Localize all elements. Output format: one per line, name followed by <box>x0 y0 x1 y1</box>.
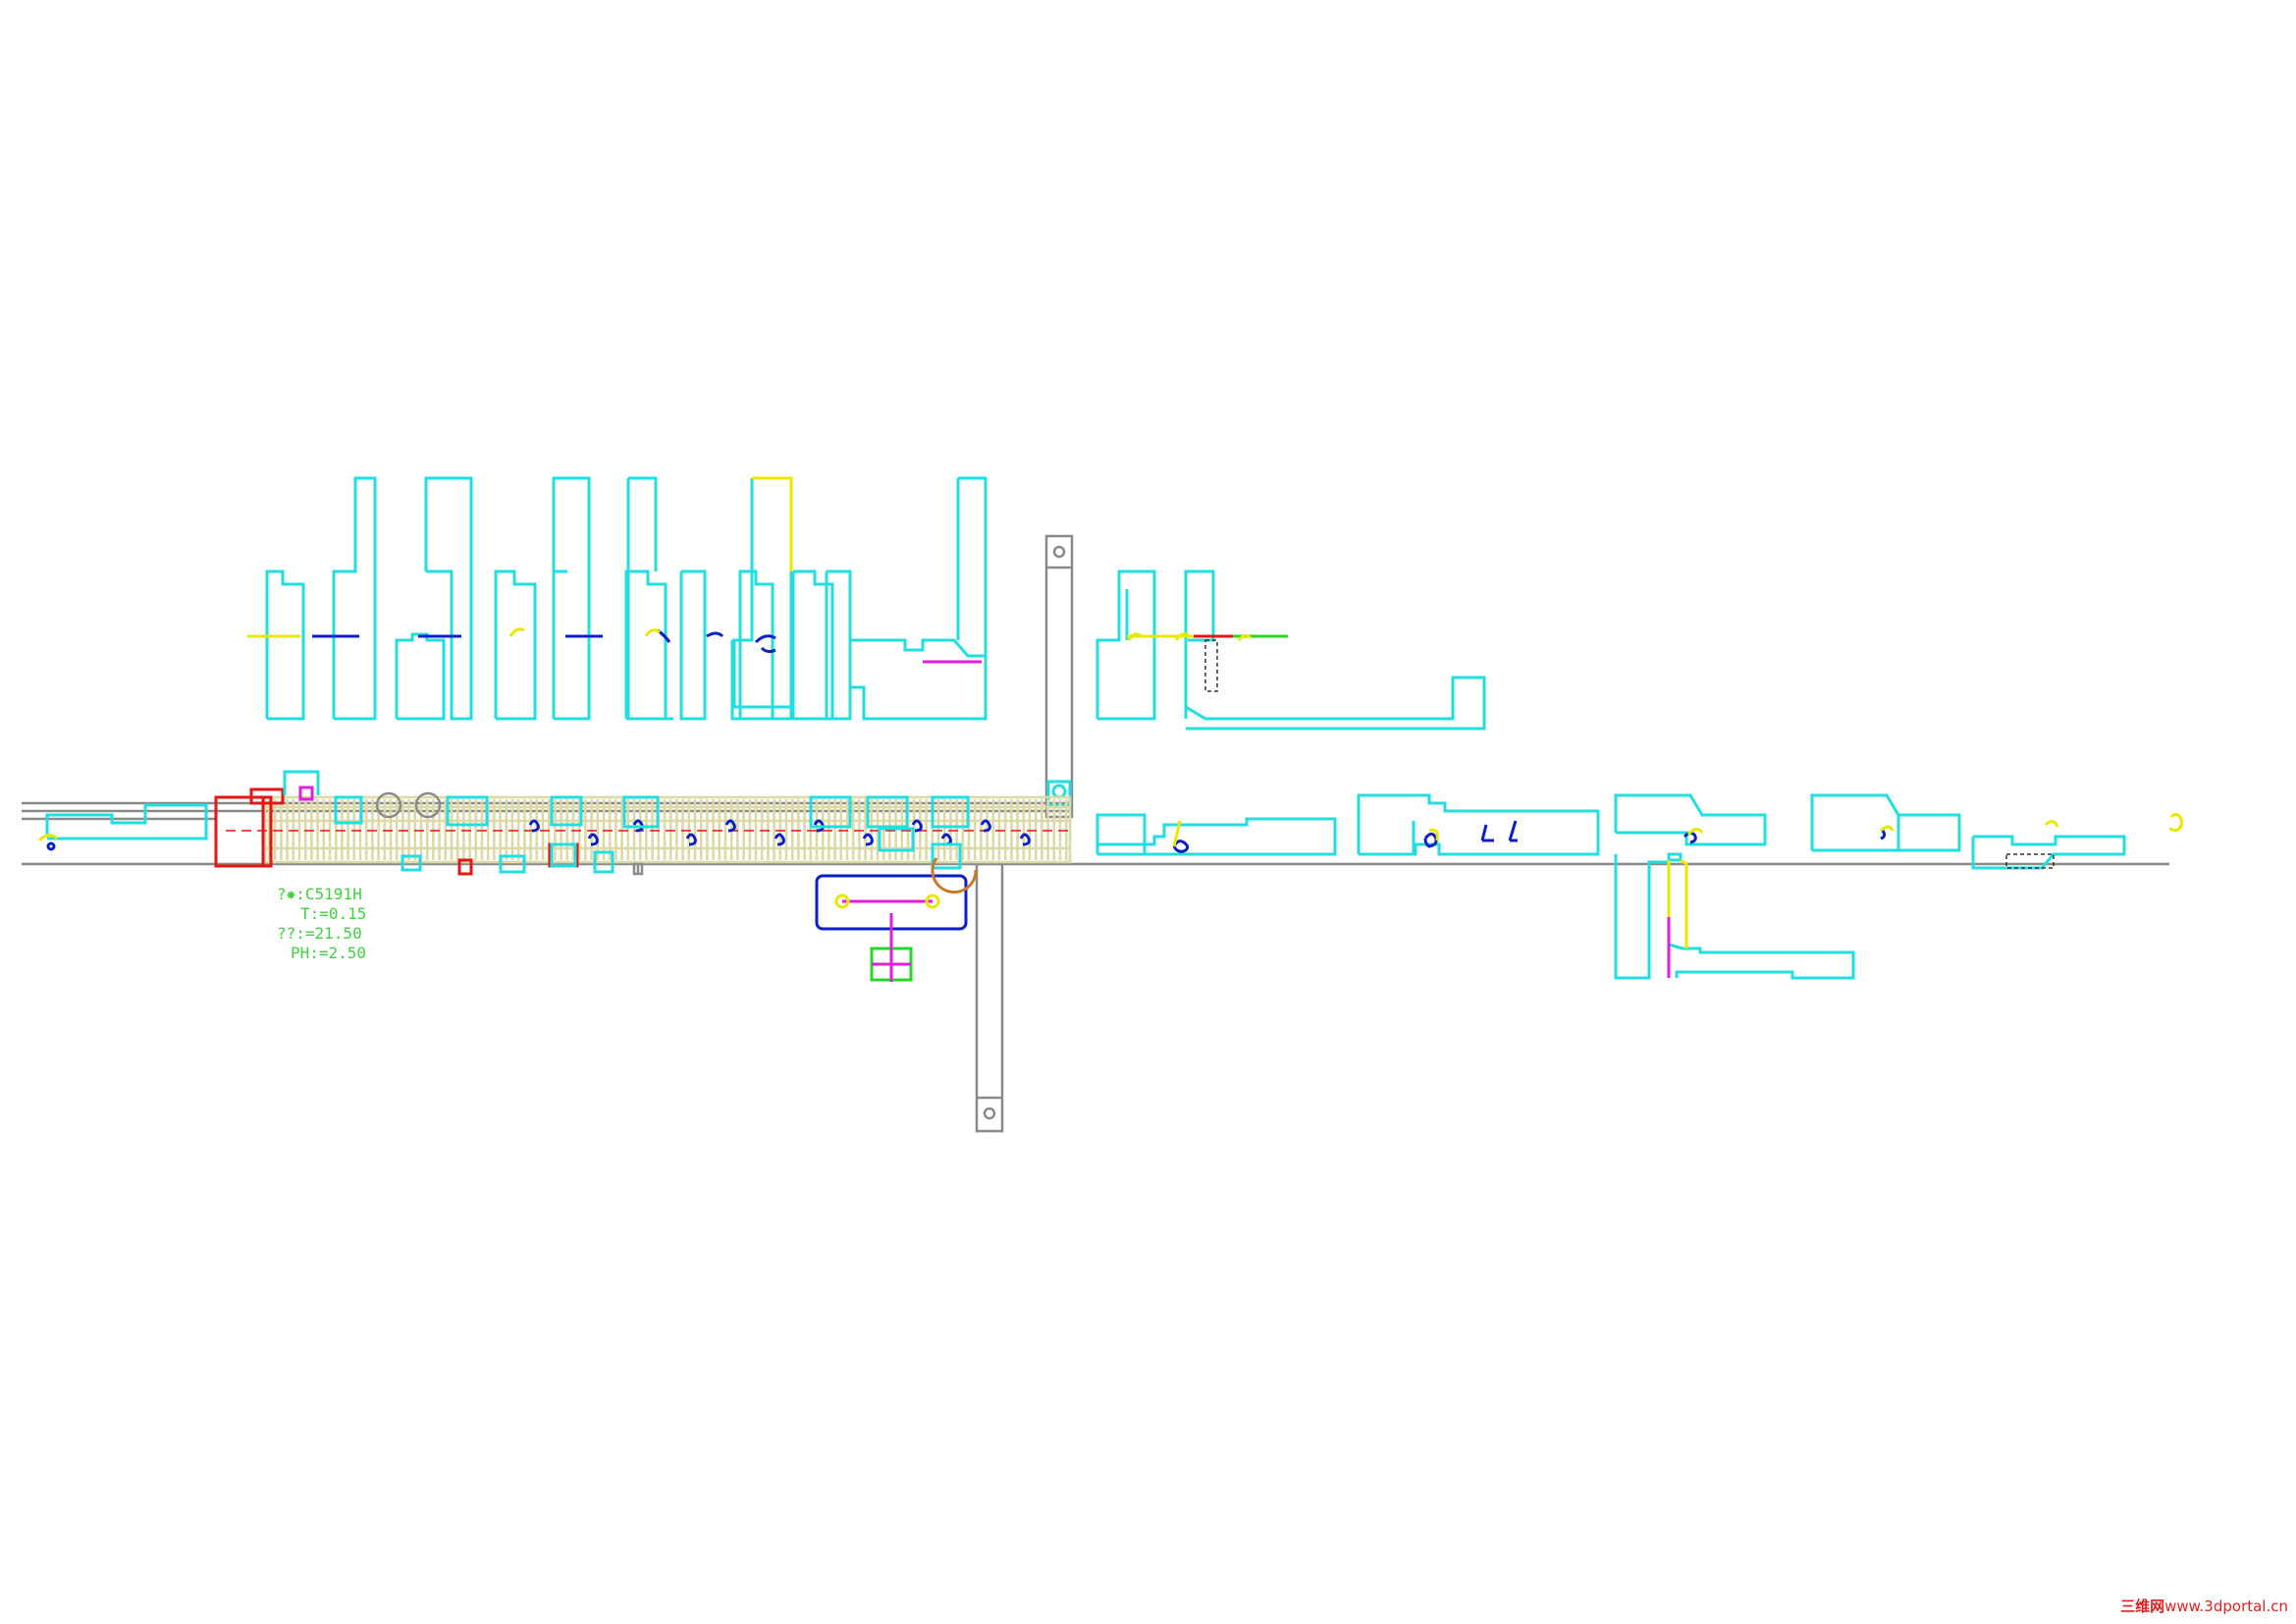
strip-part-mark <box>1019 833 1031 846</box>
formed-parts <box>1172 812 2183 853</box>
upper-feed-line <box>247 627 1288 654</box>
note-material: ?✸:C5191H <box>277 885 362 903</box>
note-width: ??:=21.50 <box>277 924 362 943</box>
strip-part-mark <box>632 819 644 833</box>
forming-stations <box>1095 793 2126 870</box>
upper-lifter-bar <box>1044 534 1074 819</box>
material-note: ?✸:C5191H T:=0.15 ??:=21.50 PH:=2.50 <box>277 885 366 962</box>
progressive-strip <box>226 795 1072 864</box>
lower-lifter-bar <box>975 862 1004 1133</box>
strip-part-mark <box>724 819 736 833</box>
lower-forming-die <box>1614 852 1855 980</box>
entry-guide <box>37 803 208 851</box>
strip-part-mark <box>813 819 825 833</box>
strip-part-mark <box>911 819 923 833</box>
strip-part-mark <box>685 833 697 846</box>
strip-part-mark <box>980 819 991 833</box>
watermark-url: www.3dportal.cn <box>2164 1597 2288 1615</box>
watermark-site-name: 三维网 <box>2120 1597 2165 1615</box>
strip-part-mark <box>587 833 599 846</box>
base-frame <box>22 801 2169 866</box>
note-thickness: T:=0.15 <box>300 904 366 923</box>
note-pitch: PH:=2.50 <box>291 944 366 962</box>
pilot-stopper <box>214 785 579 876</box>
strip-part-mark <box>862 833 874 846</box>
upper-die-stations <box>265 476 1486 731</box>
site-watermark: 三维网www.3dportal.cn <box>2120 1596 2288 1616</box>
transfer-cam <box>815 857 978 982</box>
strip-part-mark <box>528 819 540 833</box>
strip-features <box>283 770 970 876</box>
strip-part-mark <box>774 833 785 846</box>
strip-outline <box>263 795 1072 864</box>
